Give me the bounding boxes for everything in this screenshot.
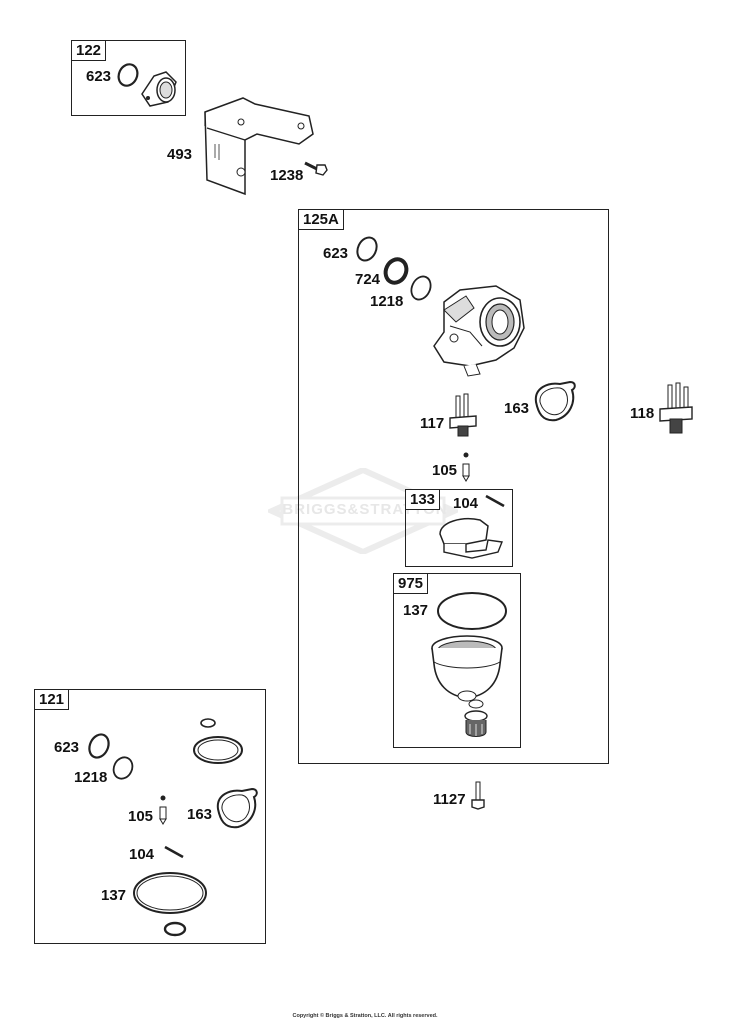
label-623-kit122: 623: [86, 68, 112, 85]
o-ring-1218-121-part: [112, 756, 134, 780]
bracket-493-part: [204, 97, 314, 196]
kit-133-tag: 133: [406, 490, 441, 510]
o-ring-623-121-part: [88, 733, 110, 759]
kit-121-box: 121: [34, 689, 266, 944]
label-1218-kit125a: 1218: [370, 293, 404, 310]
copyright-text: Copyright © Briggs & Stratton, LLC. All …: [292, 1013, 438, 1019]
needle-105-part: [462, 452, 470, 482]
label-104-kit121: 104: [129, 846, 155, 863]
o-ring-623-part: [117, 63, 139, 87]
screw-1127-part: [471, 781, 485, 810]
kit-122-tag: 122: [72, 41, 107, 61]
float-bowl-gasket-137-part: [437, 592, 507, 630]
small-seal-121-part: [163, 921, 187, 937]
label-137-kit975: 137: [403, 602, 429, 619]
kit-975-box: 975: [393, 573, 521, 748]
label-623-kit125a: 623: [323, 245, 349, 262]
label-163-kit125a: 163: [504, 400, 530, 417]
label-1127: 1127: [433, 791, 466, 808]
label-1238: 1238: [270, 167, 304, 184]
kit-125a-box: 125A: [298, 209, 609, 764]
label-1218-kit121: 1218: [74, 769, 108, 786]
label-104-kit133: 104: [453, 495, 479, 512]
label-163-kit121: 163: [187, 806, 213, 823]
gasket-163-part: [534, 380, 576, 422]
kit-122-box: 122: [71, 40, 186, 116]
kit-121-tag: 121: [35, 690, 70, 710]
label-724: 724: [355, 271, 381, 288]
kit-975-tag: 975: [394, 574, 429, 594]
gasket-163-121-part: [216, 787, 258, 829]
label-105-kit125a: 105: [432, 462, 458, 479]
seal-724-part: [383, 257, 409, 285]
carburetor-body-part: [433, 285, 525, 377]
pin-104-121-part: [164, 845, 184, 859]
pin-104-part: [485, 494, 505, 508]
label-137-kit121: 137: [101, 887, 127, 904]
label-117: 117: [420, 415, 445, 432]
fuel-solenoid-117-part: [449, 393, 477, 437]
intake-adapter-part: [141, 71, 177, 107]
label-118: 118: [630, 405, 655, 422]
small-o-ring-121-part: [200, 718, 216, 728]
kit-125a-tag: 125A: [299, 210, 344, 230]
label-493: 493: [167, 146, 193, 163]
float-bowl-part: [431, 635, 503, 702]
bowl-nut-part: [464, 699, 488, 737]
fuel-solenoid-118-part: [659, 382, 693, 434]
float-133-part: [439, 518, 503, 559]
label-623-kit121: 623: [54, 739, 80, 756]
needle-105-121-part: [159, 795, 167, 825]
gasket-137-121-part: [133, 872, 207, 914]
screw-1238-part: [304, 161, 328, 176]
o-ring-1218-125a-part: [410, 275, 432, 301]
large-o-ring-121-part: [193, 736, 243, 764]
label-105-kit121: 105: [128, 808, 154, 825]
o-ring-623-125a-part: [356, 236, 378, 262]
kit-133-box: 133: [405, 489, 513, 567]
